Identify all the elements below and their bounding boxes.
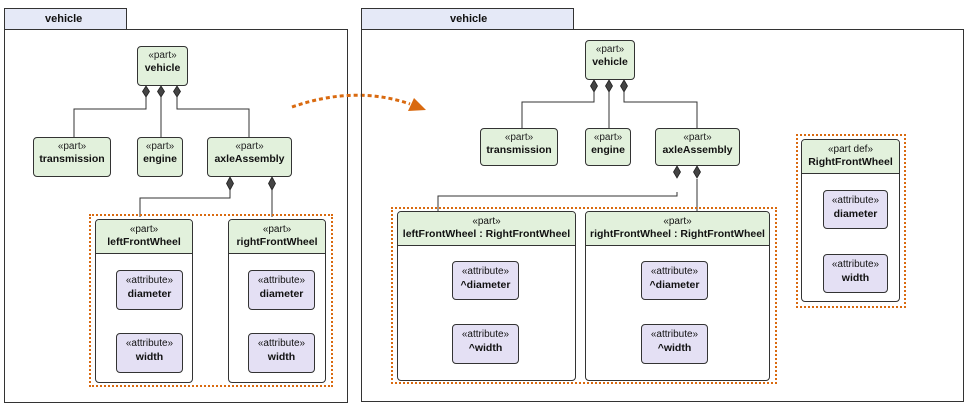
part-def-attr-width[interactable]: «attribute» width xyxy=(823,254,888,293)
left-frame-tab: vehicle xyxy=(4,8,127,30)
left-wheel-group xyxy=(89,214,333,387)
left-rfw-attr-width[interactable]: «attribute» width xyxy=(248,333,315,373)
right-frame-tab: vehicle xyxy=(361,8,574,30)
right-lfw-attr-diameter[interactable]: «attribute» ^diameter xyxy=(452,261,519,300)
left-rfw-attr-diameter[interactable]: «attribute» diameter xyxy=(248,270,315,310)
right-rfw-attr-diameter[interactable]: «attribute» ^diameter xyxy=(641,261,708,300)
right-lfw-attr-width[interactable]: «attribute» ^width xyxy=(452,324,519,364)
right-frame xyxy=(361,29,964,402)
right-frame-title: vehicle xyxy=(450,13,488,25)
right-composition-diamonds xyxy=(590,79,701,179)
right-wheel-group xyxy=(391,207,777,384)
transform-arrow xyxy=(291,93,411,109)
left-connectors xyxy=(73,97,273,217)
left-part-engine[interactable]: «part» engine xyxy=(137,137,183,177)
left-composition-diamonds xyxy=(142,85,276,191)
right-connectors xyxy=(437,92,698,211)
part-def-attr-diameter[interactable]: «attribute» diameter xyxy=(823,190,888,229)
left-part-transmission[interactable]: «part» transmission xyxy=(33,137,111,177)
part-def-group xyxy=(796,134,906,308)
left-lfw-attr-width[interactable]: «attribute» width xyxy=(116,333,183,373)
left-lfw-attr-diameter[interactable]: «attribute» diameter xyxy=(116,270,183,310)
left-part-vehicle[interactable]: «part» vehicle xyxy=(137,46,188,86)
right-rfw-attr-width[interactable]: «attribute» ^width xyxy=(641,324,708,364)
transform-arrow-head-icon xyxy=(408,98,426,111)
right-part-engine[interactable]: «part» engine xyxy=(585,128,631,166)
left-frame-title: vehicle xyxy=(45,13,83,25)
right-part-transmission[interactable]: «part» transmission xyxy=(480,128,558,166)
left-part-axle-assembly[interactable]: «part» axleAssembly xyxy=(207,137,292,177)
right-part-axle-assembly[interactable]: «part» axleAssembly xyxy=(655,128,740,166)
right-part-vehicle[interactable]: «part» vehicle xyxy=(585,40,635,80)
